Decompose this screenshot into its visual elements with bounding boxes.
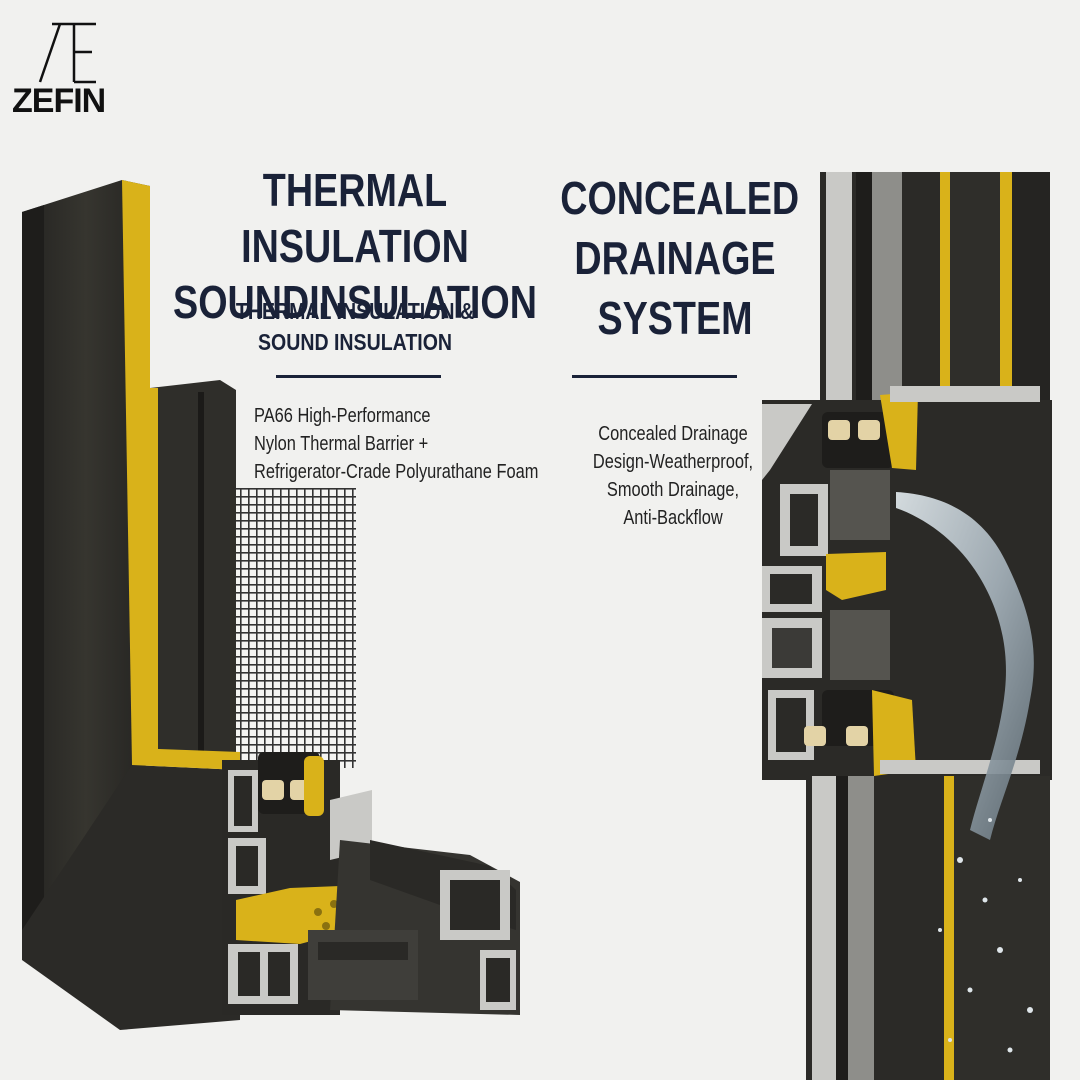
left-window-profile xyxy=(22,180,520,1030)
left-cross-section xyxy=(222,752,352,1015)
thermal-description-line1: PA66 High-Performance xyxy=(254,405,431,427)
drainage-headline-line1: CONCEALED xyxy=(560,172,800,224)
drainage-description-line2: Design-Weatherproof, xyxy=(592,451,754,473)
drainage-description-line1: Concealed Drainage xyxy=(598,423,748,445)
water-stream xyxy=(896,492,1034,840)
brand-logo: ZEFIN xyxy=(12,22,122,118)
thermal-headline-line1: THERMAL INSULATION xyxy=(241,164,469,272)
water-droplets xyxy=(938,818,1033,1053)
thermal-subhead-line1: THERMAL INSULATION & xyxy=(235,298,475,324)
thermal-subhead-line2: SOUND INSULATION xyxy=(257,329,453,355)
thermal-headline: THERMAL INSULATION SOUNDINSULATION xyxy=(162,162,547,330)
thermal-subhead: THERMAL INSULATION & SOUND INSULATION xyxy=(228,296,483,358)
left-divider xyxy=(276,375,441,378)
thermal-description: PA66 High-Performance Nylon Thermal Barr… xyxy=(254,402,538,486)
right-window-profile xyxy=(762,172,1052,1080)
insect-mesh xyxy=(236,488,356,768)
right-divider xyxy=(572,375,737,378)
brand-name: ZEFIN xyxy=(12,82,106,120)
thermal-description-line3: Refrigerator-Crade Polyurathane Foam xyxy=(254,461,539,483)
drainage-description: Concealed Drainage Design-Weatherproof, … xyxy=(571,420,776,532)
drainage-description-line3: Smooth Drainage, xyxy=(606,479,740,501)
thermal-description-line2: Nylon Thermal Barrier + xyxy=(254,433,429,455)
drainage-description-line4: Anti-Backflow xyxy=(623,507,723,529)
drainage-headline-line2: DRAINAGE xyxy=(574,232,776,284)
thermal-headline-line2: SOUNDINSULATION xyxy=(173,276,537,328)
drainage-headline-line3: SYSTEM xyxy=(597,292,753,344)
zefin-monogram-icon xyxy=(38,22,96,84)
drainage-headline: CONCEALED DRAINAGE SYSTEM xyxy=(560,168,799,348)
